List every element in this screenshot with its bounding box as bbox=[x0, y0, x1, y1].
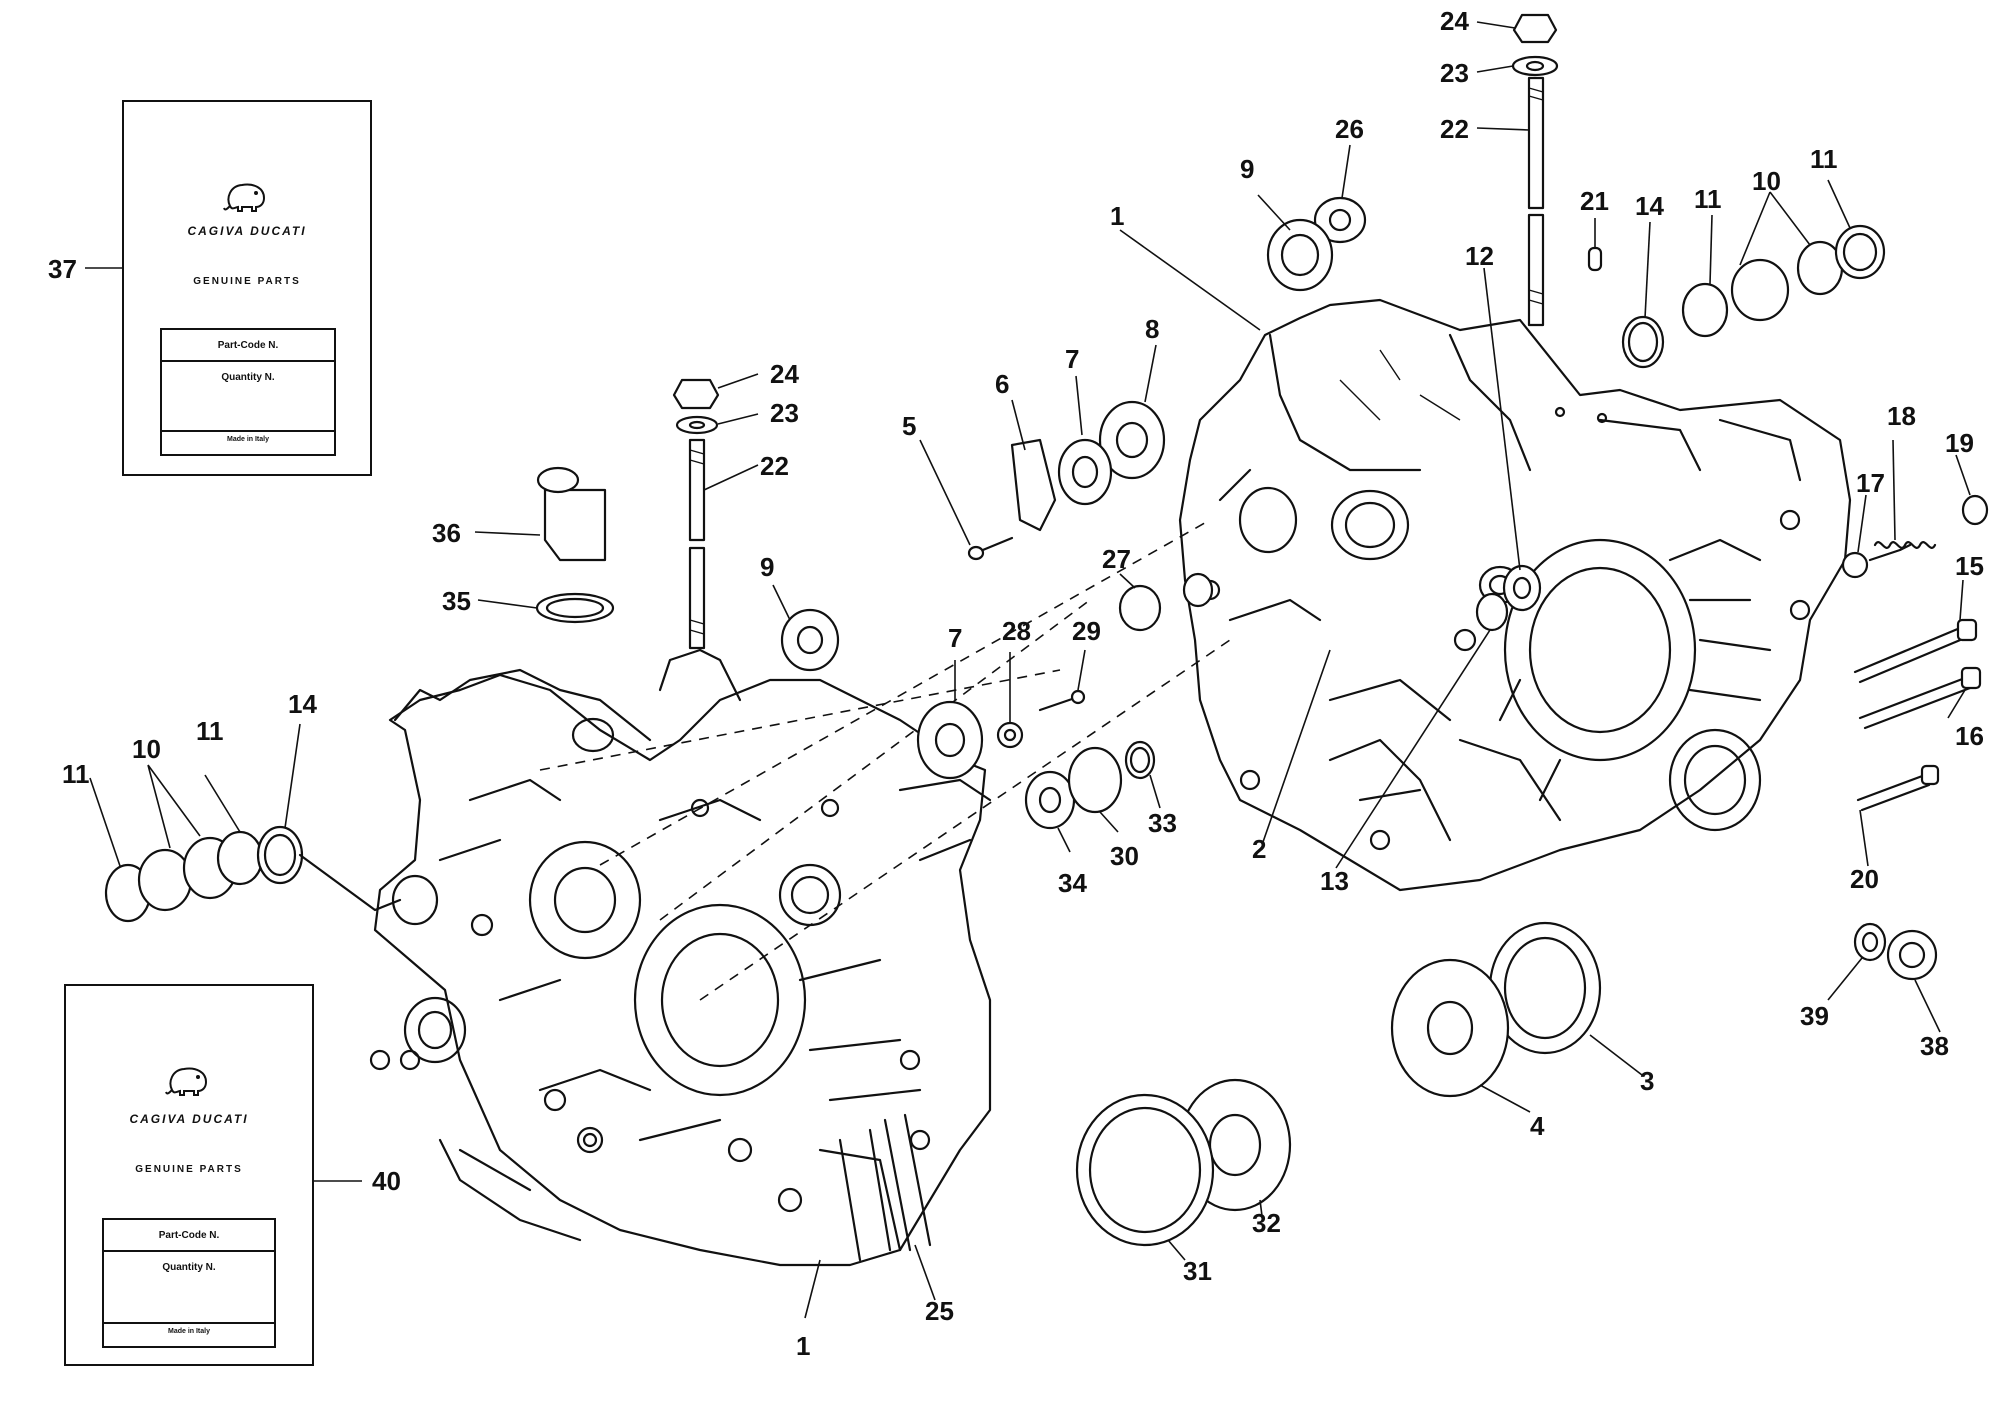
callout-28: 28 bbox=[1002, 616, 1031, 646]
callout-5: 5 bbox=[902, 411, 916, 441]
callout-38: 38 bbox=[1920, 1031, 1949, 1061]
card-field-part-code: Part-Code N. bbox=[217, 340, 279, 351]
callout-23: 23 bbox=[1440, 58, 1469, 88]
left-crankcase-half bbox=[369, 648, 992, 1267]
callout-31: 31 bbox=[1183, 1256, 1212, 1286]
leader-lines bbox=[85, 21, 1971, 1319]
small-parts bbox=[104, 13, 1989, 1252]
callout-34: 34 bbox=[1058, 868, 1087, 898]
callout-22: 22 bbox=[1440, 114, 1469, 144]
callout-27: 27 bbox=[1102, 544, 1131, 574]
callout-21: 21 bbox=[1580, 186, 1609, 216]
card-brand-name: CAGIVA DUCATI bbox=[187, 224, 307, 238]
callout-10: 10 bbox=[132, 734, 161, 764]
callout-11: 11 bbox=[1810, 144, 1838, 174]
callout-10: 10 bbox=[1752, 166, 1781, 196]
callout-15: 15 bbox=[1955, 551, 1984, 581]
card-footer: Made in Italy bbox=[226, 436, 269, 443]
callout-32: 32 bbox=[1252, 1208, 1281, 1238]
card-subtitle: GENUINE PARTS bbox=[135, 1164, 243, 1175]
callout-33: 33 bbox=[1148, 808, 1177, 838]
card-info-box: Part-Code N. Quantity N. Made in Italy bbox=[102, 1218, 276, 1348]
callout-11: 11 bbox=[1694, 184, 1722, 214]
card-divider bbox=[104, 1250, 274, 1252]
card-divider bbox=[162, 360, 334, 362]
callout-14: 14 bbox=[1635, 191, 1664, 221]
callout-17: 17 bbox=[1856, 468, 1885, 498]
callout-30: 30 bbox=[1110, 841, 1139, 871]
callout-22: 22 bbox=[760, 451, 789, 481]
card-field-quantity: Quantity N. bbox=[162, 1262, 216, 1273]
callout-18: 18 bbox=[1887, 401, 1916, 431]
callout-29: 29 bbox=[1072, 616, 1101, 646]
card-divider bbox=[162, 430, 334, 432]
callout-3: 3 bbox=[1640, 1066, 1654, 1096]
callout-37: 37 bbox=[48, 254, 77, 284]
callout-1: 1 bbox=[796, 1331, 810, 1361]
callout-24: 24 bbox=[1440, 6, 1469, 36]
callout-7: 7 bbox=[1065, 344, 1079, 374]
card-info-box: Part-Code N. Quantity N. Made in Italy bbox=[160, 328, 336, 456]
callout-24: 24 bbox=[770, 359, 799, 389]
alignment-lines bbox=[539, 519, 1231, 1001]
callout-6: 6 bbox=[995, 369, 1009, 399]
callout-9: 9 bbox=[760, 552, 774, 582]
callout-4: 4 bbox=[1530, 1111, 1545, 1141]
elephant-logo-icon bbox=[223, 183, 266, 212]
parts-card-top: CAGIVA DUCATI GENUINE PARTS Part-Code N.… bbox=[122, 100, 372, 476]
callout-23: 23 bbox=[770, 398, 799, 428]
callout-16: 16 bbox=[1955, 721, 1984, 751]
callout-14: 14 bbox=[288, 689, 317, 719]
callout-labels: 24 23 22 26 9 1 21 12 14 11 10 11 8 7 6 … bbox=[48, 6, 1984, 1361]
card-brand-name: CAGIVA DUCATI bbox=[129, 1112, 249, 1126]
card-subtitle: GENUINE PARTS bbox=[193, 276, 301, 287]
parts-card-bottom: CAGIVA DUCATI GENUINE PARTS Part-Code N.… bbox=[64, 984, 314, 1366]
callout-40: 40 bbox=[372, 1166, 401, 1196]
card-divider bbox=[104, 1322, 274, 1324]
callout-2: 2 bbox=[1252, 834, 1266, 864]
callout-20: 20 bbox=[1850, 864, 1879, 894]
elephant-logo-icon bbox=[165, 1067, 208, 1096]
callout-11: 11 bbox=[196, 716, 224, 746]
callout-8: 8 bbox=[1145, 314, 1159, 344]
callout-1: 1 bbox=[1110, 201, 1124, 231]
callout-12: 12 bbox=[1465, 241, 1494, 271]
card-field-quantity: Quantity N. bbox=[221, 372, 275, 383]
callout-9: 9 bbox=[1240, 154, 1254, 184]
callout-39: 39 bbox=[1800, 1001, 1829, 1031]
callout-11: 11 bbox=[62, 759, 90, 789]
callout-7: 7 bbox=[948, 623, 962, 653]
callout-19: 19 bbox=[1945, 428, 1974, 458]
callout-25: 25 bbox=[925, 1296, 954, 1326]
callout-36: 36 bbox=[432, 518, 461, 548]
callout-13: 13 bbox=[1320, 866, 1349, 896]
card-field-part-code: Part-Code N. bbox=[158, 1230, 220, 1241]
callout-35: 35 bbox=[442, 586, 471, 616]
callout-26: 26 bbox=[1335, 114, 1364, 144]
card-footer: Made in Italy bbox=[167, 1328, 210, 1335]
